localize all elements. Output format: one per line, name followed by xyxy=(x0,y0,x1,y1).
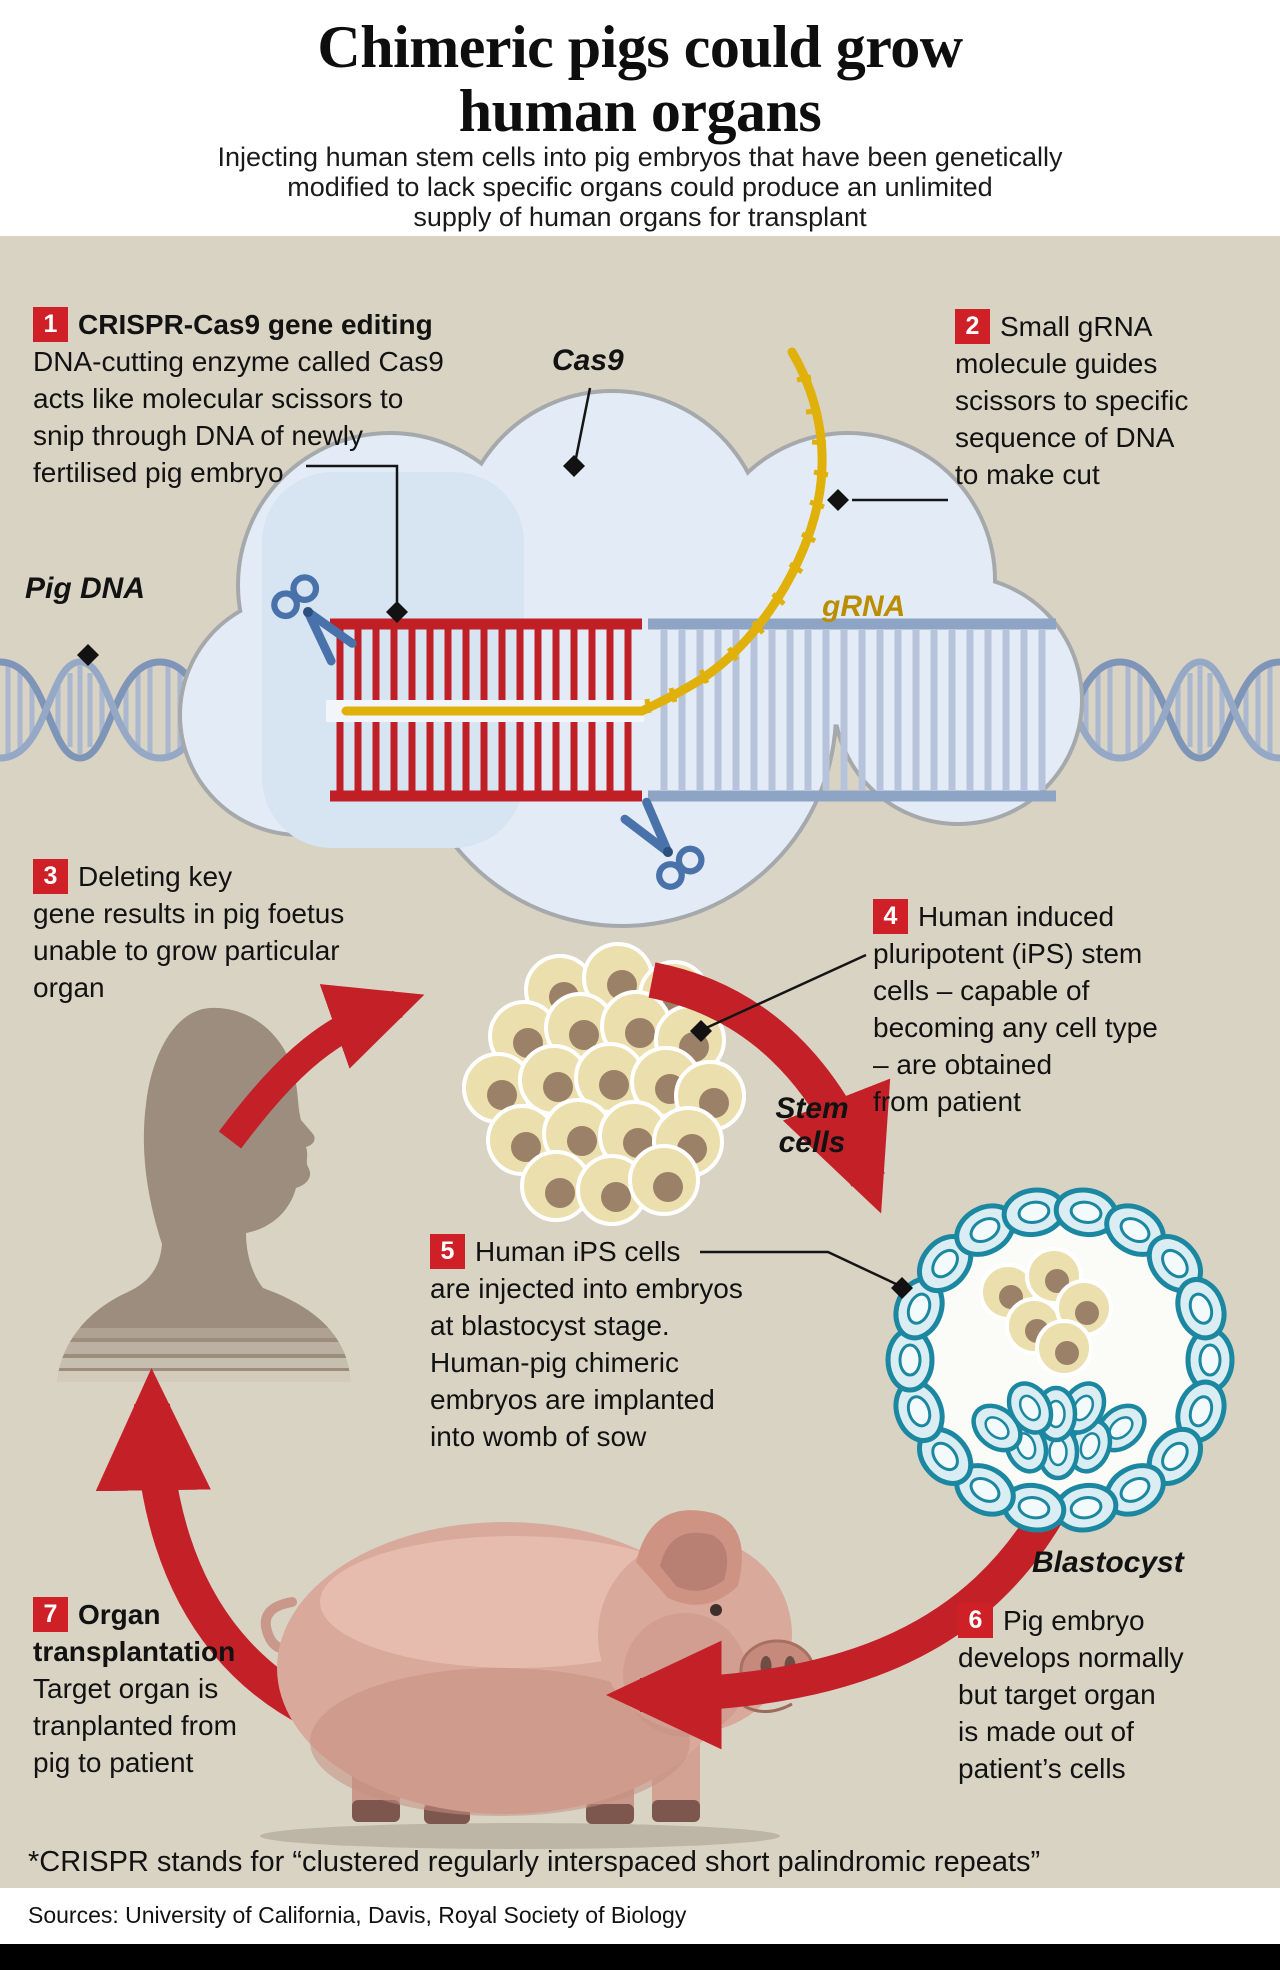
step-6: 6 Pig embryo develops normally but targe… xyxy=(958,1602,1268,1787)
marker-diamond xyxy=(77,644,99,666)
scissors-icon xyxy=(620,797,705,890)
step-3: 3 Deleting key gene results in pig foetu… xyxy=(33,858,463,1006)
step-7-body: Target organ is tranplanted from pig to … xyxy=(33,1673,237,1778)
marker-diamond xyxy=(827,489,849,511)
step-6-number: 6 xyxy=(958,1603,993,1638)
step-4-body: Human induced pluripotent (iPS) stem cel… xyxy=(873,901,1158,1117)
cycle-arrow-stem-to-blastocyst xyxy=(648,962,891,1214)
step-4-number: 4 xyxy=(873,899,908,934)
marker-diamond xyxy=(386,601,408,623)
step-2-number: 2 xyxy=(955,309,990,344)
step-5-number: 5 xyxy=(430,1234,465,1269)
pig-eye xyxy=(710,1604,722,1616)
step-6-body: Pig embryo develops normally but target … xyxy=(958,1605,1184,1784)
step-5-body: Human iPS cells are injected into embryo… xyxy=(430,1236,743,1452)
diamond-markers xyxy=(77,455,913,1299)
label-cas9: Cas9 xyxy=(552,344,624,377)
open-dna-ladder xyxy=(648,618,1056,802)
step-5: 5 Human iPS cells are injected into embr… xyxy=(430,1233,870,1455)
step-3-body: Deleting key gene results in pig foetus … xyxy=(33,861,345,1003)
footer-band xyxy=(0,1888,1280,1944)
page-title: Chimeric pigs could grow human organs xyxy=(317,14,963,144)
step-1-body: DNA-cutting enzyme called Cas9 acts like… xyxy=(33,346,444,488)
bottom-black-bar xyxy=(0,1944,1280,1970)
marker-diamond xyxy=(690,1020,712,1042)
cycle-arrow-human-to-stem xyxy=(218,984,425,1149)
cycle-arrow-blastocyst-to-pig xyxy=(606,1501,1065,1750)
crispr-footnote: *CRISPR stands for “clustered regularly … xyxy=(28,1846,1041,1878)
sources-line: Sources: University of California, Davis… xyxy=(28,1902,687,1928)
marker-diamond xyxy=(891,1277,913,1299)
step-7-heading: Organ transplantation xyxy=(33,1599,236,1667)
step-1-number: 1 xyxy=(33,307,68,342)
step-1-heading: CRISPR-Cas9 gene editing xyxy=(78,309,433,340)
step-3-number: 3 xyxy=(33,859,68,894)
step-4: 4 Human induced pluripotent (iPS) stem c… xyxy=(873,898,1273,1120)
grna-strand xyxy=(341,347,829,716)
label-stem-cells: Stem cells xyxy=(775,1092,849,1159)
pointer-lines xyxy=(306,387,948,1286)
step-2-body: Small gRNA molecule guides scissors to s… xyxy=(955,311,1189,490)
step-2: 2 Small gRNA molecule guides scissors to… xyxy=(955,308,1265,493)
label-pig-dna: Pig DNA xyxy=(25,572,145,605)
step-1: 1 CRISPR-Cas9 gene editing DNA-cutting e… xyxy=(33,306,493,491)
marker-diamond xyxy=(563,455,585,477)
step-7: 7 Organ transplantation Target organ is … xyxy=(33,1596,333,1781)
label-blastocyst: Blastocyst xyxy=(1032,1546,1184,1579)
label-grna: gRNA xyxy=(822,590,906,623)
page-subtitle: Injecting human stem cells into pig embr… xyxy=(217,142,1063,232)
step-7-number: 7 xyxy=(33,1597,68,1632)
blastocyst-illustration xyxy=(885,1187,1235,1533)
scissors-icon xyxy=(271,574,357,666)
